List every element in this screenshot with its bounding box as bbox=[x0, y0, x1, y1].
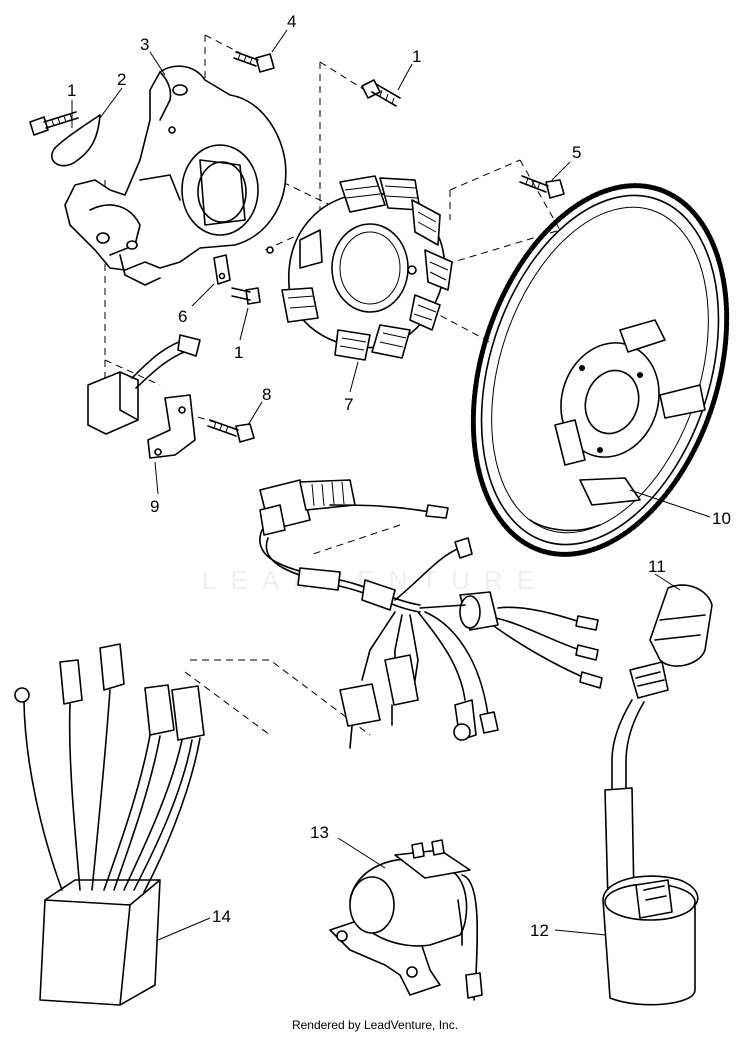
callout-6: 6 bbox=[178, 307, 187, 326]
callout-14: 14 bbox=[212, 907, 231, 926]
bracket-part-6 bbox=[213, 254, 231, 285]
screw-part-1-left bbox=[29, 111, 79, 136]
pickup-part-9 bbox=[87, 334, 201, 459]
callout-12: 12 bbox=[530, 921, 549, 940]
callout-8: 8 bbox=[262, 385, 271, 404]
wire-harness bbox=[259, 479, 603, 749]
callout-10: 10 bbox=[712, 509, 731, 528]
callout-1-top: 1 bbox=[412, 47, 421, 66]
screw-part-1-top bbox=[361, 79, 401, 107]
starter-solenoid-part-13 bbox=[329, 839, 483, 1001]
callout-1-middle: 1 bbox=[234, 343, 243, 362]
screw-part-8 bbox=[207, 419, 255, 443]
footer-credit: Rendered by LeadVenture, Inc. bbox=[291, 1018, 459, 1032]
callout-11: 11 bbox=[648, 557, 666, 576]
screw-part-4 bbox=[233, 51, 275, 73]
stator-plate-part-3 bbox=[64, 65, 287, 286]
ignition-coil-part-12 bbox=[602, 699, 699, 1006]
callout-2: 2 bbox=[117, 70, 126, 89]
screw-part-5 bbox=[519, 175, 565, 199]
spark-plug-cap-part-11 bbox=[629, 584, 713, 699]
callout-13: 13 bbox=[310, 823, 329, 842]
screw-part-1-middle bbox=[231, 287, 261, 305]
callout-1-left: 1 bbox=[67, 81, 76, 100]
callout-leaders bbox=[71, 29, 711, 941]
callout-labels: 1 2 3 4 1 5 6 1 7 8 9 10 11 12 13 14 bbox=[67, 12, 731, 940]
cdi-module-part-14 bbox=[14, 643, 205, 1006]
callout-5: 5 bbox=[572, 143, 581, 162]
callout-4: 4 bbox=[287, 12, 296, 31]
flywheel-part-10 bbox=[470, 183, 730, 557]
clip-part-2 bbox=[51, 114, 101, 167]
callout-3: 3 bbox=[140, 35, 149, 54]
stator-part-7 bbox=[281, 175, 453, 361]
callout-9: 9 bbox=[150, 497, 159, 516]
callout-7: 7 bbox=[344, 395, 353, 414]
